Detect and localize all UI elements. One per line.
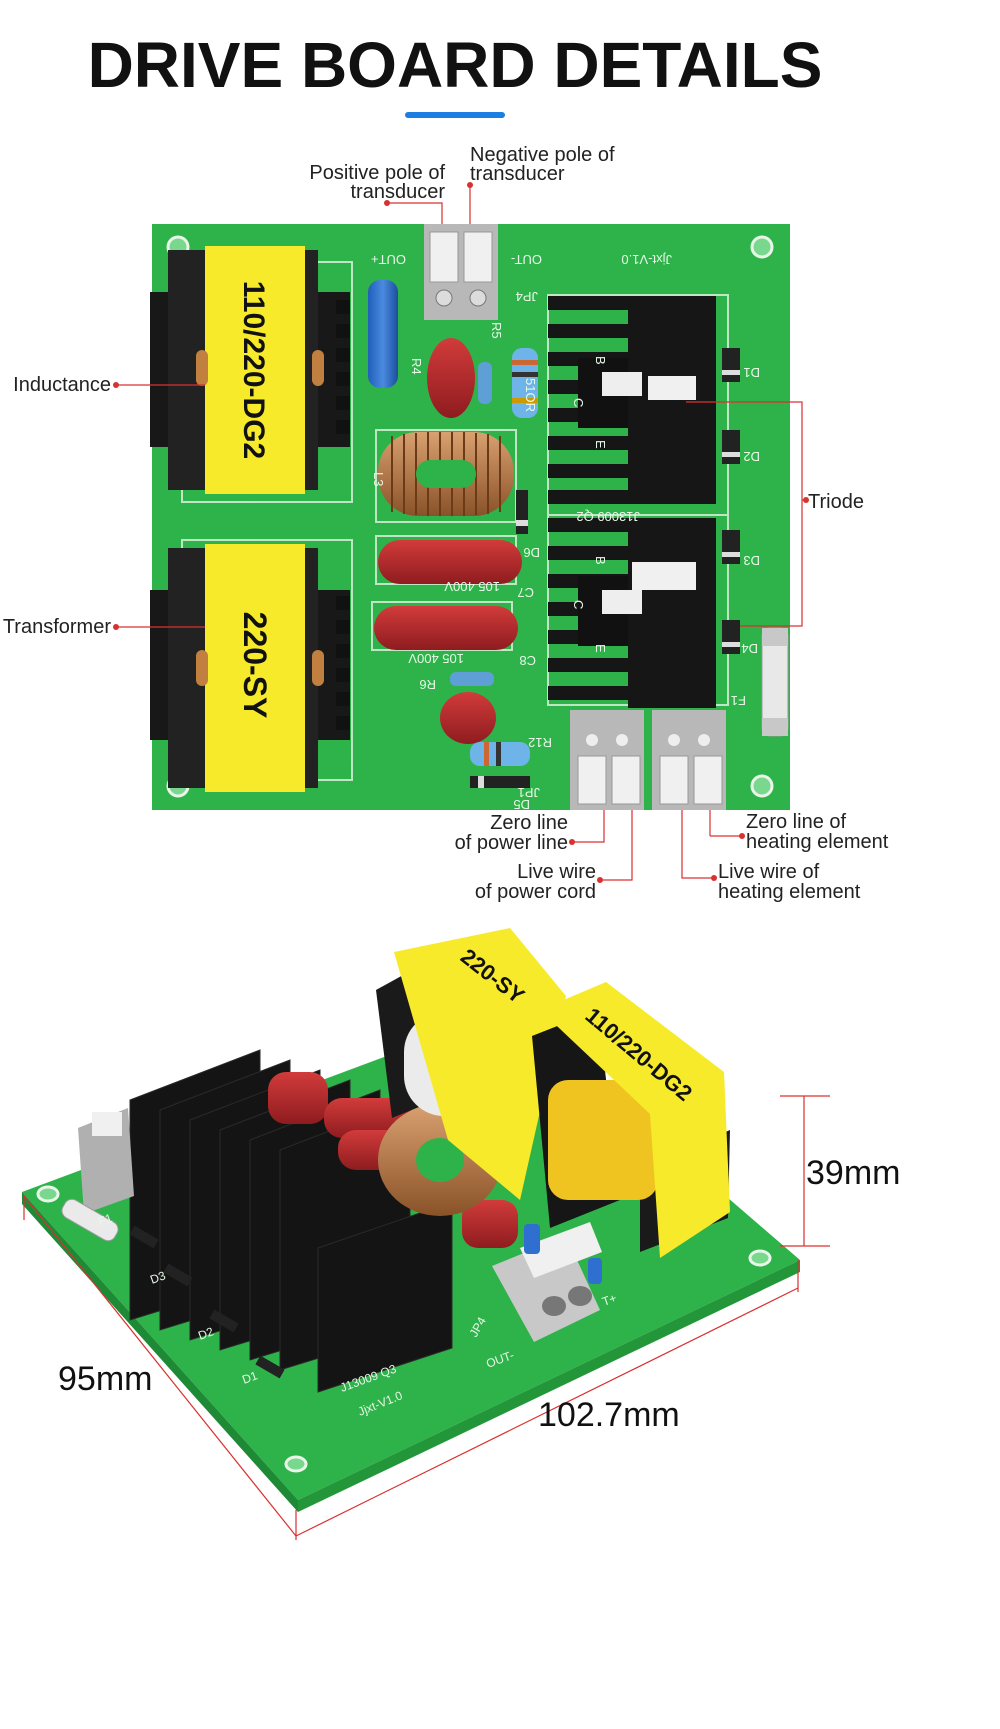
silk-version: Jjxt-V1.0 [621,252,672,267]
silk-jp4: JP4 [516,289,538,304]
output-terminal-top [424,224,498,320]
silk-d3: D3 [743,553,760,568]
red-capacitor-1 [427,338,475,418]
silk-b2: B [593,556,608,565]
silk3d-d3: D3 [148,1268,168,1287]
heating-input-terminal [652,710,726,810]
silk-r4: R4 [409,358,424,375]
silk-d6: D6 [523,545,540,560]
power-transformer [150,544,350,792]
page-title: DRIVE BOARD DETAILS [87,29,823,101]
silk-out-neg: OUT- [511,252,542,267]
dimension-height: 39mm [806,1154,901,1192]
terminal-3d-left [78,1108,134,1214]
red-capacitor-c7 [378,540,522,584]
heatsink-3d [129,1049,453,1393]
mount-holes-3d [36,1185,772,1473]
callout-lines [116,185,806,881]
silk-c1: C [571,398,586,407]
silk-q2: J13009 Q2 [576,509,640,524]
callout-positive-pole: Positive pole of transducer [309,162,445,203]
callout-inductance: Inductance [13,374,111,396]
diode-d6 [516,490,528,534]
triode-q1 [578,358,696,428]
silk3d-out-pos: T+ [600,1291,618,1309]
silk-res-value: 51OR [523,378,538,412]
silk-r6: R6 [419,677,436,692]
callout-live-power: Live wire of power cord [474,861,596,903]
blue-capacitor [368,280,398,388]
callout-triode: Triode [808,491,864,513]
silk-r12: R12 [528,735,552,750]
dimension-length: 102.7mm [538,1396,680,1434]
silk-r5: R5 [489,322,504,339]
silk3d-d2: D2 [196,1324,216,1343]
terminal-3d-output [492,1222,602,1342]
transformer-tape-label: 220-SY [237,612,273,719]
dimension-lines [23,1095,830,1540]
red-capacitor-c6 [440,692,496,744]
fuse-3d [61,1198,119,1242]
silk-d4: D4 [741,641,758,656]
dimension-width: 95mm [58,1360,153,1398]
silk-cap-value-c7: 105 400V [444,579,500,594]
transformer-3d: 220-SY [376,928,566,1200]
callout-zero-power: Zero line of power line [454,812,568,854]
silk-e1: E [593,440,608,449]
callout-zero-heating: Zero line of heating element [746,811,889,853]
silk-d5: D5 [513,797,530,812]
silk3d-f1: F1 [96,1211,114,1229]
silk-c7: C7 [517,585,534,600]
silk-f1: F1 [731,693,746,708]
inductor-tape-label: 110/220-DG2 [237,281,270,459]
callout-dots [113,182,809,883]
toroid-coil [378,432,514,516]
silk-d1: D1 [743,365,760,380]
silk-l3: L3 [371,472,386,486]
silk-e2: E [593,644,608,653]
diodes-d1-d4 [722,348,740,654]
callout-transformer: Transformer [2,616,111,638]
fuse-f1 [761,627,789,737]
power-input-terminal [570,710,644,810]
diodes-3d [129,1225,285,1379]
blue-components-3d [524,1224,602,1284]
diode-d5 [470,776,530,788]
silk-b1: B [593,356,608,365]
silk-d2: D2 [743,449,760,464]
silk-c2: C [571,600,586,609]
inductance-transformer [150,246,350,494]
inductor-3d: 110/220-DG2 [532,982,730,1258]
resistor-small [478,362,492,404]
callout-live-heating: Live wire of heating element [718,861,861,903]
callout-negative-pole: Negative pole of transducer [470,144,615,185]
silk-jp1: JP1 [518,785,540,800]
title-underline [405,112,505,118]
resistor-r6 [450,672,494,686]
silk3d-d1: D1 [240,1368,260,1387]
silk-c8: C8 [519,653,536,668]
silk-cap-value-c8: 105 400V [408,651,464,666]
triode-q2 [578,562,696,646]
silk-out-pos: OUT+ [371,252,406,267]
red-capacitor-c8 [374,606,518,650]
